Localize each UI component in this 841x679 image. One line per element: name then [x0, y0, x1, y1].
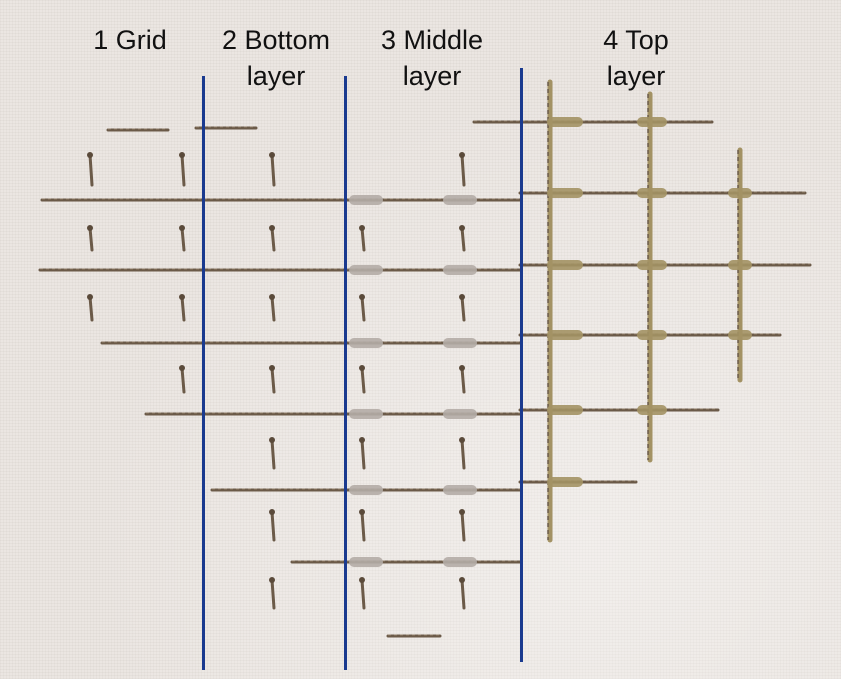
- middle-layer-wrap: [349, 557, 383, 567]
- thread-knot: [359, 294, 365, 300]
- vertical-thread: [88, 153, 94, 187]
- thread-knot: [459, 294, 465, 300]
- thread-knot: [459, 365, 465, 371]
- middle-layer-wrap: [349, 485, 383, 495]
- vertical-thread: [270, 366, 276, 394]
- top-layer-wrap: [547, 405, 583, 415]
- vertical-thread: [180, 366, 186, 394]
- thread-knot: [269, 577, 275, 583]
- middle-layer-wrap: [443, 195, 477, 205]
- top-layer-wrap: [547, 188, 583, 198]
- vertical-thread: [460, 366, 466, 394]
- vertical-thread: [270, 510, 276, 542]
- thread-knot: [359, 437, 365, 443]
- vertical-thread: [360, 226, 366, 252]
- top-layer-wrap: [547, 260, 583, 270]
- vertical-thread: [460, 438, 466, 470]
- thread-knot: [269, 365, 275, 371]
- vertical-thread: [460, 578, 466, 610]
- section-label-bottom-layer: 2 Bottom layer: [196, 22, 356, 94]
- thread-knot: [269, 294, 275, 300]
- section-label-middle-layer: 3 Middle layer: [352, 22, 512, 94]
- section-label-line2: layer: [246, 61, 306, 91]
- thread-knot: [459, 225, 465, 231]
- middle-layer-wrap: [443, 338, 477, 348]
- section-label-line1: 2 Bottom: [221, 25, 331, 55]
- section-label-line1: 1 Grid: [93, 25, 167, 55]
- top-layer-wrap: [728, 260, 752, 270]
- middle-layer-wrap: [349, 265, 383, 275]
- thread-knot: [87, 225, 93, 231]
- vertical-thread: [270, 153, 276, 187]
- top-layer-wrap: [637, 260, 667, 270]
- top-layer-wrap: [728, 188, 752, 198]
- top-layer-wrap: [637, 330, 667, 340]
- vertical-thread: [180, 295, 186, 322]
- top-layer-wrap: [637, 117, 667, 127]
- thread-knot: [459, 152, 465, 158]
- thread-knot: [359, 577, 365, 583]
- section-label-line2: layer: [402, 61, 462, 91]
- middle-layer-wrap: [349, 338, 383, 348]
- top-layer-wrap: [637, 405, 667, 415]
- middle-layer-wrap: [443, 409, 477, 419]
- middle-layer-wrap: [349, 195, 383, 205]
- vertical-thread: [180, 226, 186, 252]
- thread-knot: [179, 294, 185, 300]
- vertical-thread: [360, 510, 366, 542]
- section-label-line2: layer: [606, 61, 666, 91]
- thread-knot: [459, 577, 465, 583]
- top-layer-wrap: [547, 330, 583, 340]
- middle-layer-wrap: [443, 265, 477, 275]
- vertical-thread: [460, 226, 466, 252]
- thread-knot: [459, 509, 465, 515]
- thread-knot: [269, 225, 275, 231]
- divider-line-3: [520, 68, 523, 662]
- section-label-grid: 1 Grid: [70, 22, 190, 58]
- thread-knot: [269, 509, 275, 515]
- vertical-thread: [460, 153, 466, 187]
- thread-knot: [179, 365, 185, 371]
- thread-knot: [179, 152, 185, 158]
- vertical-thread: [360, 295, 366, 322]
- vertical-thread: [270, 578, 276, 610]
- vertical-thread: [460, 510, 466, 542]
- divider-line-2: [344, 76, 347, 670]
- thread-knot: [359, 225, 365, 231]
- section-label-top-layer: 4 Top layer: [566, 22, 706, 94]
- thread-knot: [269, 152, 275, 158]
- top-layer-wrap: [547, 477, 583, 487]
- thread-knot: [269, 437, 275, 443]
- vertical-thread: [88, 226, 94, 252]
- thread-knot: [359, 509, 365, 515]
- vertical-thread: [360, 438, 366, 470]
- vertical-thread: [270, 226, 276, 252]
- thread-knot: [459, 437, 465, 443]
- thread-knot: [179, 225, 185, 231]
- vertical-thread: [270, 438, 276, 470]
- middle-layer-wrap: [443, 557, 477, 567]
- section-label-line1: 3 Middle: [380, 25, 484, 55]
- middle-layer-wrap: [443, 485, 477, 495]
- middle-layer-wrap: [349, 409, 383, 419]
- vertical-thread: [270, 295, 276, 322]
- vertical-thread: [88, 295, 94, 322]
- divider-line-1: [202, 76, 205, 670]
- section-label-line1: 4 Top: [603, 25, 669, 55]
- vertical-thread: [460, 295, 466, 322]
- top-layer-wrap: [637, 188, 667, 198]
- vertical-thread: [360, 366, 366, 394]
- top-layer-wrap: [547, 117, 583, 127]
- thread-knot: [87, 294, 93, 300]
- top-layer-wrap: [728, 330, 752, 340]
- vertical-thread: [360, 578, 366, 610]
- thread-knot: [87, 152, 93, 158]
- vertical-thread: [180, 153, 186, 187]
- thread-knot: [359, 365, 365, 371]
